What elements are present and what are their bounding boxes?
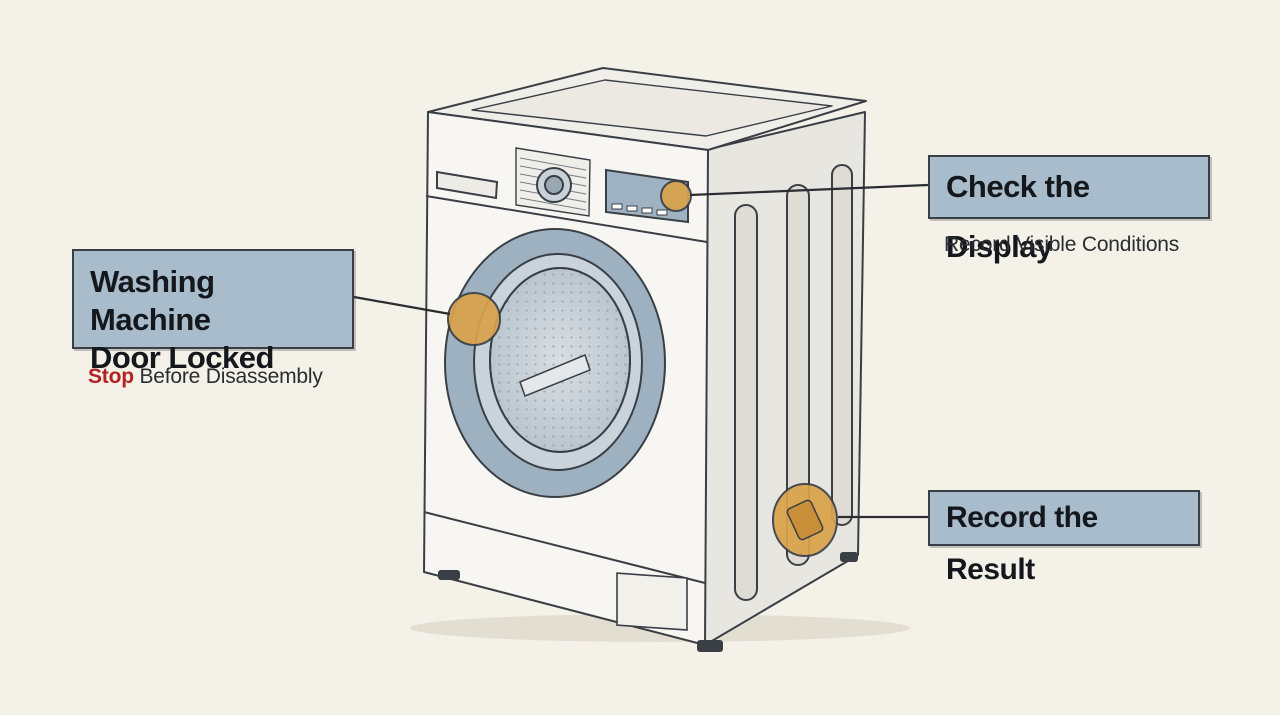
door-note: Stop Before Disassembly [88, 365, 323, 389]
record-result-label: Record the Result [928, 490, 1200, 586]
feet [438, 552, 858, 652]
door-assembly [444, 228, 666, 498]
stop-word: Stop [88, 365, 134, 388]
drain-cap-icon [772, 483, 838, 557]
detergent-drawer [436, 170, 499, 200]
display-note: Record Visible Conditions [944, 233, 1180, 256]
door-label-line1: Washing Machine [90, 264, 215, 337]
display-marker [660, 180, 692, 212]
door-lock-marker [447, 292, 501, 346]
leader-lines [353, 183, 929, 519]
control-panel [436, 147, 689, 224]
check-display-label: Check the Display [928, 155, 1210, 264]
door-label-line2: Door Locked [90, 340, 274, 375]
drum-paddle [519, 353, 591, 397]
door-note-rest: Before Disassembly [133, 365, 323, 388]
door-locked-label: Washing Machine Door Locked [72, 249, 354, 375]
cabinet-top [427, 67, 867, 151]
filter-hatch [616, 572, 688, 631]
